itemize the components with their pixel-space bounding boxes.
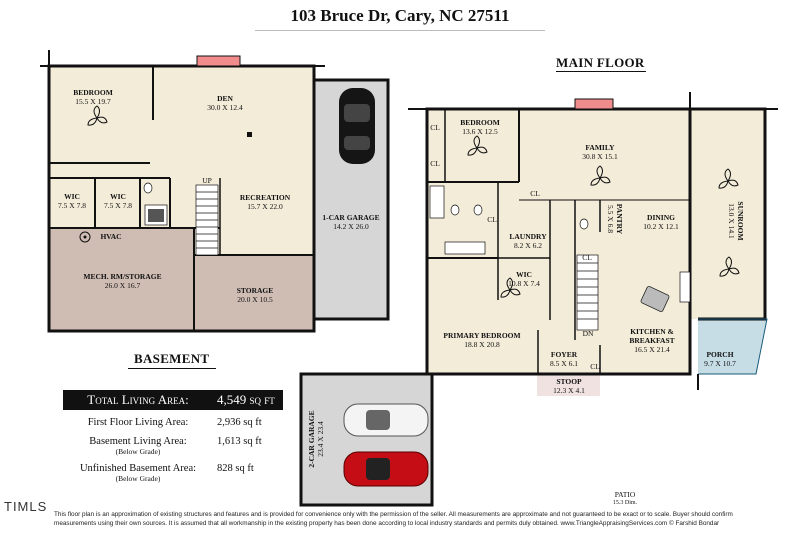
disclaimer: This floor plan is an approximation of e… <box>54 511 733 527</box>
red-car-icon <box>343 451 429 487</box>
basement-car-icon <box>339 88 375 164</box>
closet-label-3: CL <box>530 189 540 198</box>
sunroom-fan-icon-1 <box>718 168 739 189</box>
closet-label-6: CL <box>590 362 600 371</box>
basement-fan-icon <box>87 105 108 126</box>
title-divider <box>255 30 545 31</box>
closet-label-4: CL <box>487 215 497 224</box>
stairs-down-label: DN <box>582 329 594 338</box>
mech-room-fill <box>49 228 194 331</box>
primary-fan-icon <box>500 277 521 298</box>
family-fan-icon <box>590 165 611 186</box>
total-living-area: Total Living Area: 4,549 sq ft <box>63 390 283 410</box>
main-floor-label: MAIN FLOOR <box>556 55 645 70</box>
main-floor-underline <box>556 71 646 72</box>
main-fireplace-icon <box>574 98 614 110</box>
closet-label-5: CL <box>582 253 592 262</box>
main-floor-plan <box>299 92 778 507</box>
mls-logo: TIMLS <box>4 499 48 514</box>
area-summary: Total Living Area: 4,549 sq ft First Flo… <box>63 390 283 486</box>
sunroom-fan-icon-2 <box>719 256 740 277</box>
basement-plan <box>40 50 390 333</box>
bedroom-fan-icon <box>467 135 488 156</box>
main-floor-fill <box>427 109 690 374</box>
basement-label: BASEMENT <box>134 351 210 366</box>
stairs-up-label: UP <box>202 176 212 185</box>
basement-underline <box>128 368 216 369</box>
closet-label-2: CL <box>430 159 440 168</box>
white-car-icon <box>343 403 429 437</box>
kitchen-island-icon <box>640 286 670 312</box>
storage-fill <box>194 255 314 331</box>
closet-label-1: CL <box>430 123 440 132</box>
stoop-fill <box>537 374 600 396</box>
sunroom-fill <box>690 109 765 319</box>
hvac-label: HVAC <box>100 232 122 241</box>
page-title: 103 Bruce Dr, Cary, NC 27511 <box>290 6 510 25</box>
porch-fill <box>698 319 767 374</box>
basement-fireplace-icon <box>196 55 241 67</box>
